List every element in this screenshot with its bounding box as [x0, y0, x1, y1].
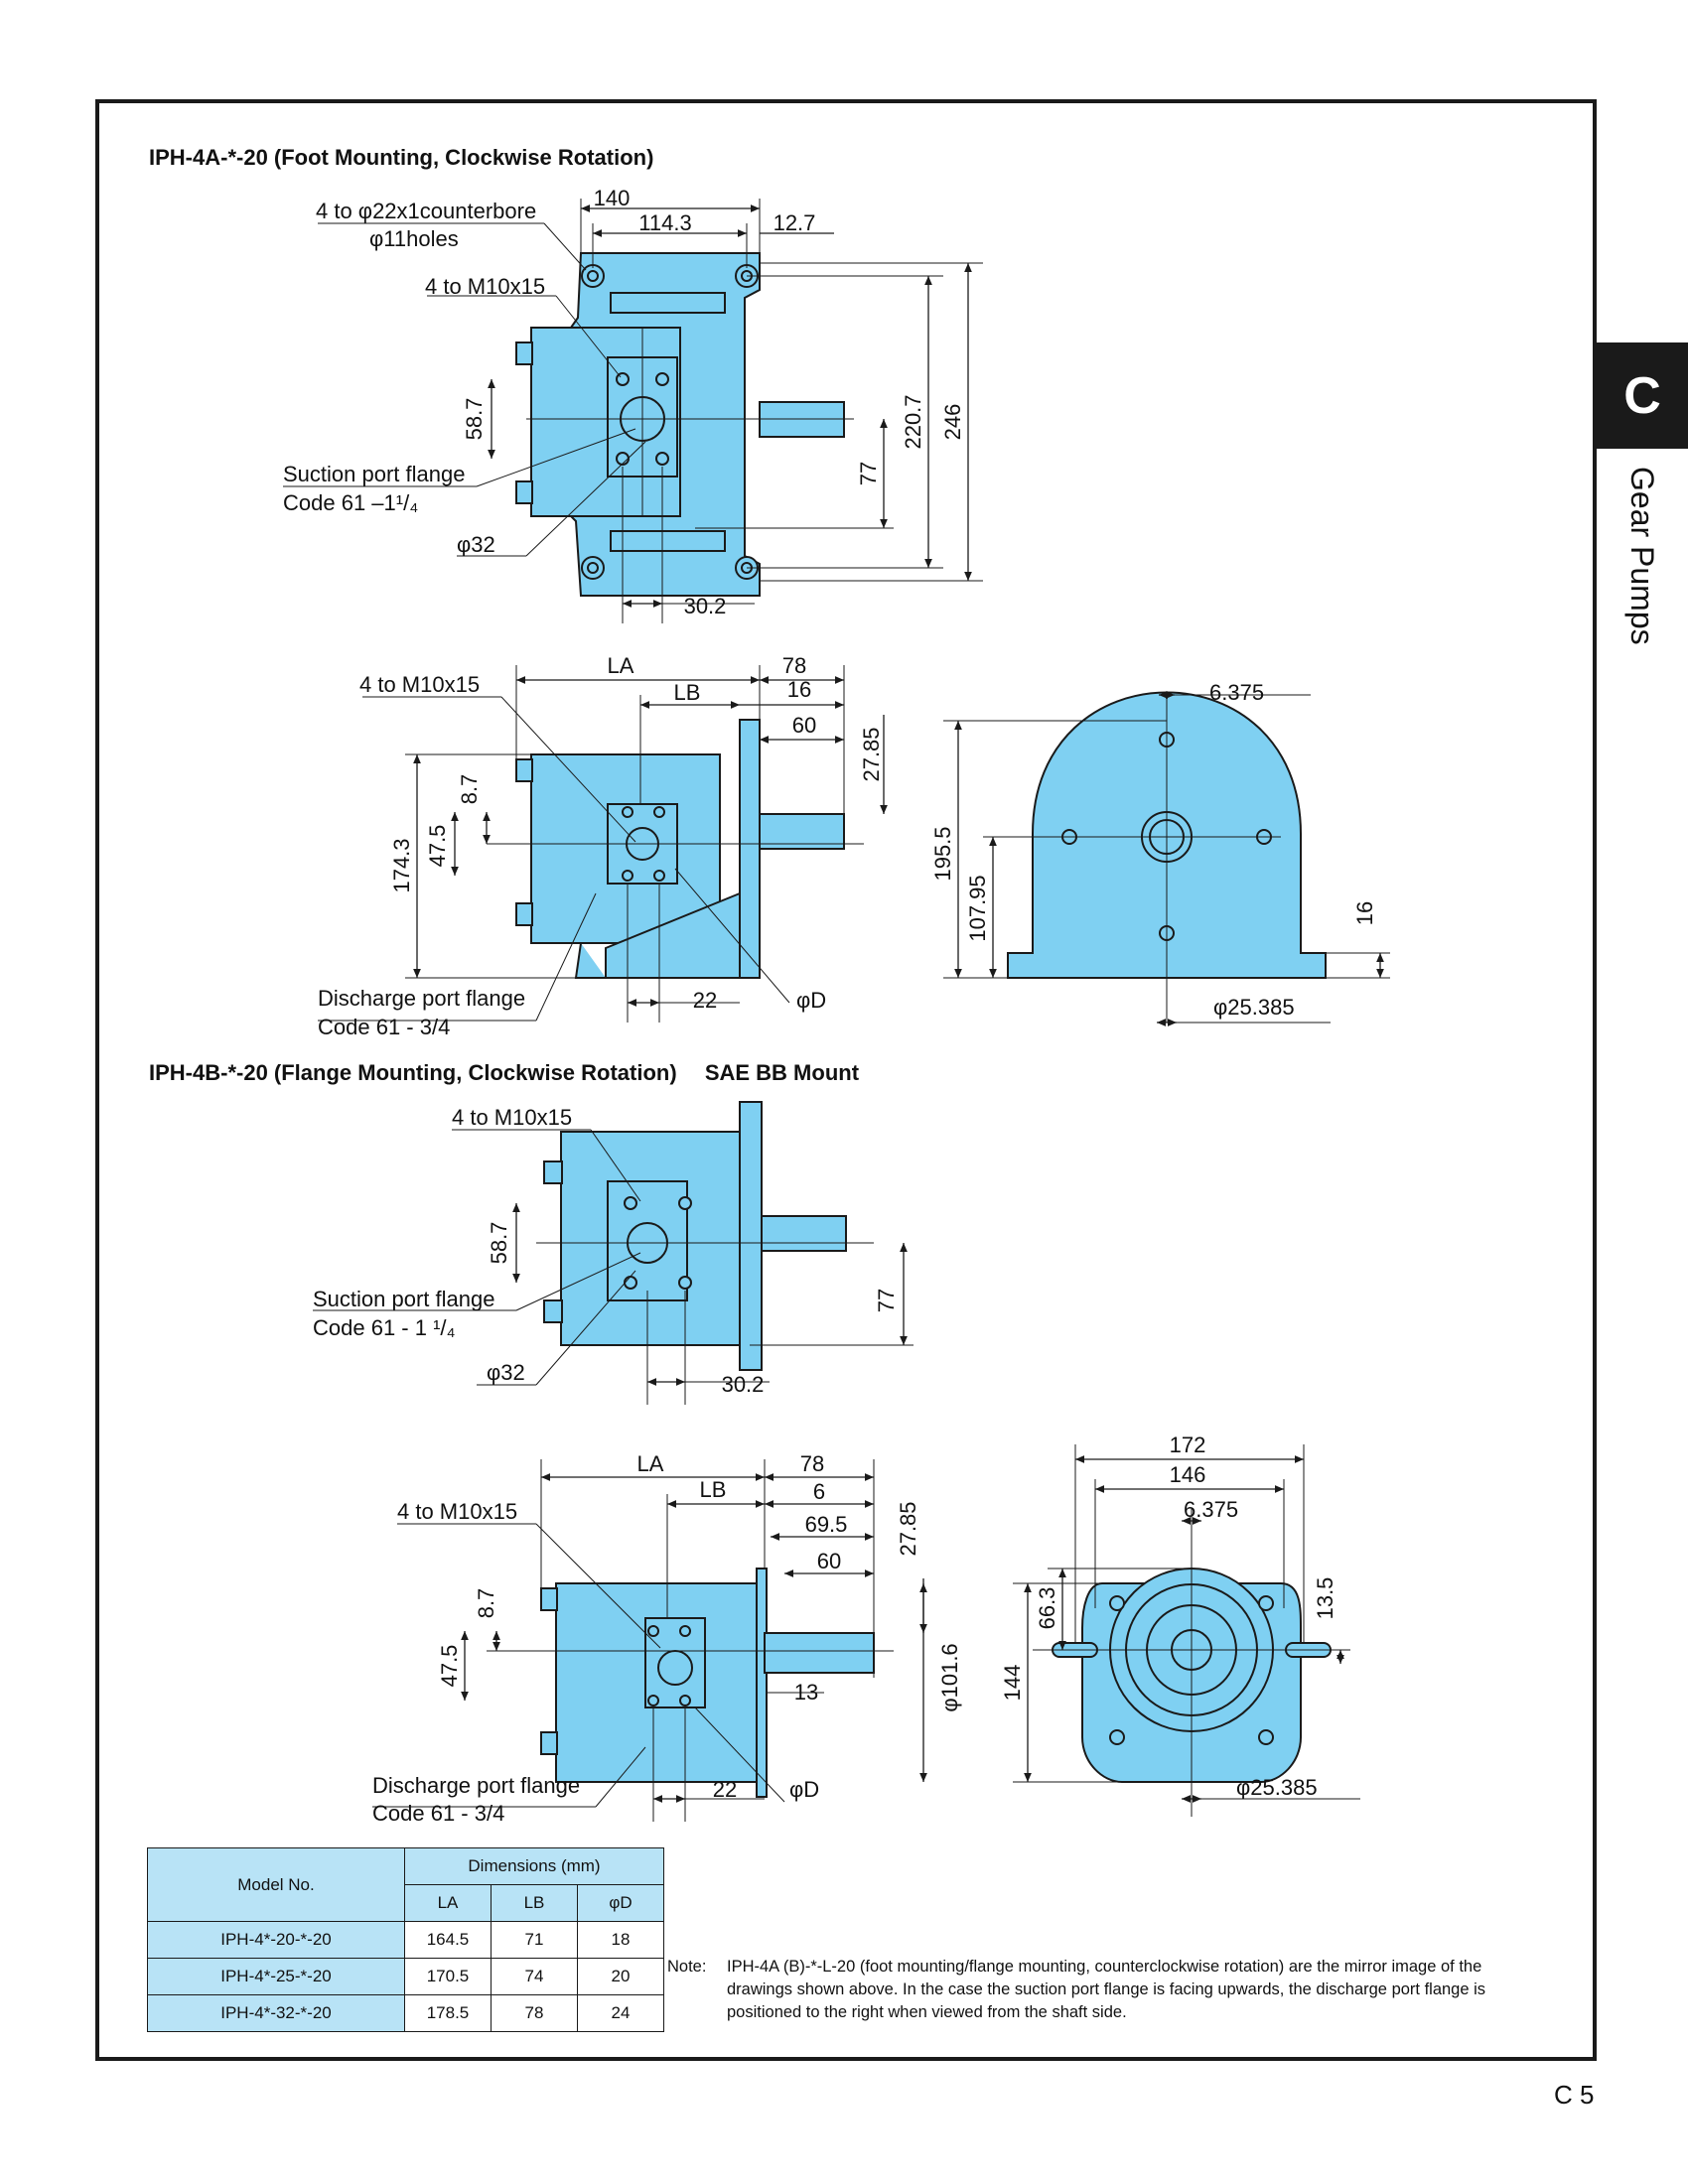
section-tab-letter: C — [1623, 366, 1661, 425]
dim-47-5-1: 47.5 — [425, 825, 450, 868]
dim-30-2-2: 30.2 — [722, 1372, 765, 1397]
drawing-foot-mount-end-view: 195.5 107.95 16 6.375 φ25.385 — [930, 680, 1390, 1026]
callout-m10-3: 4 to M10x15 — [452, 1105, 572, 1130]
table-row: IPH-4*-20-*-20 164.5 71 18 — [147, 1921, 664, 1959]
dim-6: 6 — [813, 1479, 825, 1504]
dim-27-85-2: 27.85 — [896, 1501, 920, 1556]
col-d: φD — [577, 1884, 664, 1922]
dim-6-375-2: 6.375 — [1184, 1497, 1238, 1522]
dim-16b: 16 — [1352, 901, 1377, 925]
dim-58-7-2: 58.7 — [487, 1222, 511, 1265]
callout-m10-2: 4 to M10x15 — [359, 672, 480, 697]
note-text: IPH-4A (B)-*-L-20 (foot mounting/flange … — [727, 1958, 1486, 2021]
callout-suction-code-2: Code 61 - 1 ¹/₄ — [313, 1315, 456, 1340]
dim-22-2: 22 — [713, 1777, 737, 1802]
callout-suction-1: Suction port flange — [283, 462, 465, 486]
callout-discharge-code-2: Code 61 - 3/4 — [372, 1801, 504, 1826]
dim-LA-1: LA — [608, 653, 634, 678]
drawing-foot-mount-front-view: LA LB 78 16 60 27.85 8.7 47.5 174.3 22 4… — [318, 653, 888, 1039]
dim-27-85-1: 27.85 — [859, 727, 884, 781]
callout-phi32-1: φ32 — [457, 532, 495, 557]
callout-phiD-1: φD — [796, 988, 826, 1013]
page-number: C 5 — [1554, 2080, 1595, 2110]
dim-LB-2: LB — [700, 1477, 727, 1502]
col-la: LA — [404, 1884, 492, 1922]
dim-6-375-1: 6.375 — [1209, 680, 1264, 705]
drawing-flange-mount-front-view: LA LB 78 6 69.5 60 13 27.85 φ101.6 8.7 4… — [372, 1451, 962, 1826]
dim-66-3: 66.3 — [1035, 1587, 1059, 1630]
callout-holes: φ11holes — [369, 226, 459, 251]
section1-title: IPH-4A-*-20 (Foot Mounting, Clockwise Ro… — [149, 145, 654, 170]
callout-phiD-2: φD — [789, 1777, 819, 1802]
page-frame — [95, 99, 1597, 2061]
callout-suction-code-1: Code 61 –1¹/₄ — [283, 490, 418, 515]
dim-69-5: 69.5 — [805, 1512, 848, 1537]
dim-246: 246 — [940, 404, 965, 441]
dim-12-7: 12.7 — [774, 210, 816, 235]
dim-107-95: 107.95 — [965, 875, 990, 941]
dim-8-7-2: 8.7 — [474, 1588, 498, 1619]
table-row: IPH-4*-32-*-20 178.5 78 24 — [147, 1994, 664, 2032]
dim-13-5: 13.5 — [1313, 1577, 1337, 1620]
callout-discharge-2: Discharge port flange — [372, 1773, 580, 1798]
drawing-flange-mount-side-view: 58.7 77 30.2 4 to M10x15 Suction port fl… — [313, 1101, 914, 1405]
dim-174-3: 174.3 — [389, 838, 414, 892]
dim-77-2: 77 — [874, 1289, 899, 1312]
section2-title: IPH-4B-*-20 (Flange Mounting, Clockwise … — [149, 1060, 859, 1086]
dim-8-7-1: 8.7 — [457, 774, 482, 805]
dim-25-385-2: φ25.385 — [1236, 1775, 1318, 1800]
callout-counterbore: 4 to φ22x1counterbore — [316, 199, 536, 223]
dim-LB-1: LB — [674, 680, 701, 705]
section-tab: C — [1597, 342, 1688, 449]
dim-58-7: 58.7 — [462, 398, 487, 441]
dim-30-2: 30.2 — [684, 594, 727, 618]
dim-140: 140 — [594, 186, 631, 210]
dim-146: 146 — [1170, 1462, 1206, 1487]
header-model: Model No. — [147, 1847, 405, 1922]
dim-25-385-1: φ25.385 — [1213, 995, 1295, 1020]
dim-220-7: 220.7 — [901, 394, 925, 449]
dim-172: 172 — [1170, 1433, 1206, 1457]
table-row: IPH-4*-25-*-20 170.5 74 20 — [147, 1958, 664, 1995]
dim-78-2: 78 — [800, 1451, 824, 1476]
drawing-foot-mount-side-view: 140 114.3 12.7 58.7 77 220.7 246 30.2 4 … — [283, 186, 983, 623]
note-label: Note: — [667, 1958, 707, 1976]
dim-144: 144 — [1000, 1665, 1025, 1702]
section2-title-main: IPH-4B-*-20 (Flange Mounting, Clockwise … — [149, 1060, 677, 1085]
col-lb: LB — [491, 1884, 578, 1922]
callout-phi32-2: φ32 — [487, 1360, 525, 1385]
callout-m10-4: 4 to M10x15 — [397, 1499, 517, 1524]
dim-60-2: 60 — [817, 1549, 841, 1573]
dim-22-1: 22 — [693, 988, 717, 1013]
dimensions-table: Model No. Dimensions (mm) LA LB φD IPH-4… — [147, 1847, 664, 2032]
dim-78-1: 78 — [782, 653, 806, 678]
dim-16: 16 — [787, 677, 811, 702]
section2-subtitle: SAE BB Mount — [704, 1060, 860, 1085]
drawing-flange-mount-end-view: 172 146 6.375 144 66.3 13.5 φ25.385 — [1000, 1433, 1360, 1817]
dim-60-1: 60 — [792, 713, 816, 738]
dim-13: 13 — [794, 1680, 818, 1705]
dim-77: 77 — [856, 462, 881, 485]
dim-47-5-2: 47.5 — [437, 1645, 462, 1688]
callout-discharge-1: Discharge port flange — [318, 986, 525, 1011]
callout-suction-2: Suction port flange — [313, 1287, 494, 1311]
callout-m10-1: 4 to M10x15 — [425, 274, 545, 299]
dim-101-6: φ101.6 — [937, 1643, 962, 1711]
dim-195-5: 195.5 — [930, 826, 955, 881]
callout-discharge-code-1: Code 61 - 3/4 — [318, 1015, 450, 1039]
header-dims: Dimensions (mm) — [404, 1847, 664, 1885]
dim-114-3: 114.3 — [638, 210, 691, 235]
dim-LA-2: LA — [637, 1451, 664, 1476]
